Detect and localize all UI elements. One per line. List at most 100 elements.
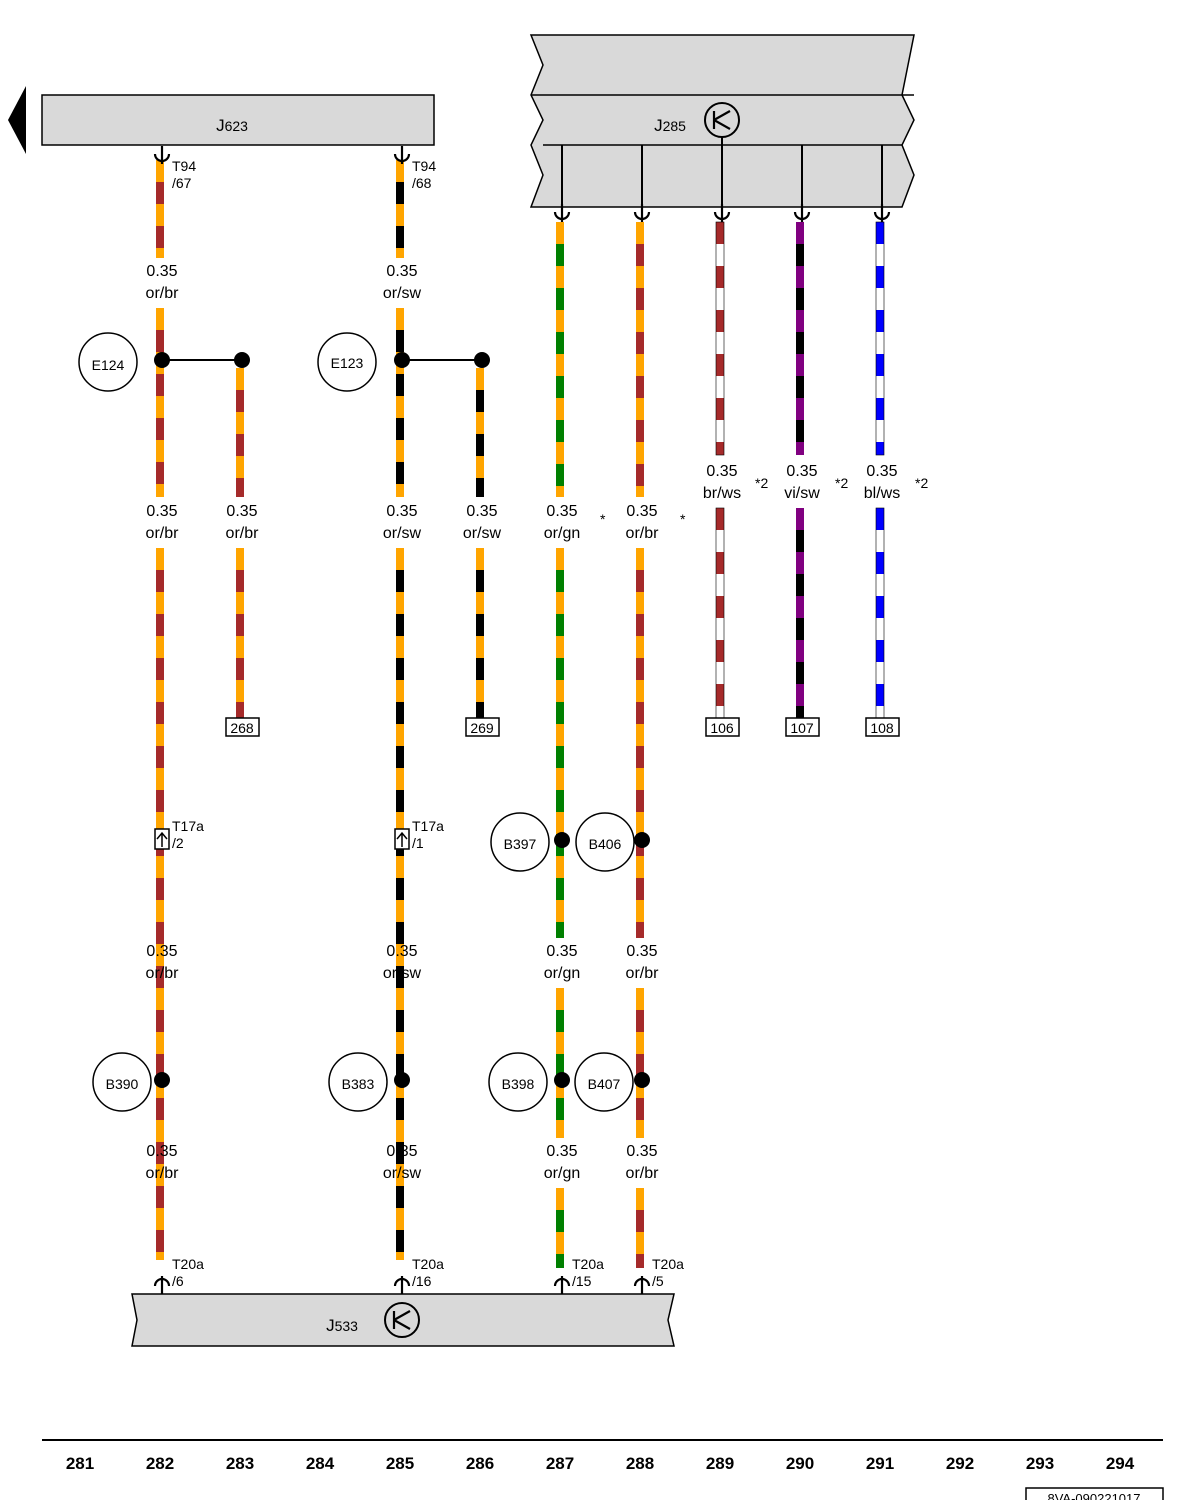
column-number: 282 (146, 1454, 174, 1473)
reference-box-108[interactable]: 108 (865, 717, 900, 737)
wire-label-size: 0.35 (386, 503, 417, 520)
column-number: 281 (66, 1454, 94, 1473)
column-number: 286 (466, 1454, 494, 1473)
t17a-connector-boxes (154, 828, 410, 850)
connector-t17a-1-name: T17a (412, 818, 444, 834)
connector-symbols (153, 144, 891, 1296)
reference-box-268[interactable]: 268 (225, 717, 260, 737)
connector-t94-67-pin: /67 (172, 175, 192, 191)
reference-box-269[interactable]: 269 (465, 717, 500, 737)
column-number: 284 (306, 1454, 335, 1473)
wire-label-color: or/br (146, 285, 180, 302)
wire-label-size: 0.35 (546, 503, 577, 520)
column-number: 285 (386, 1454, 414, 1473)
wire-label-color: or/sw (463, 525, 502, 542)
connector-t94-67-name: T94 (172, 158, 196, 174)
column-number: 292 (946, 1454, 974, 1473)
wire-label-size: 0.35 (786, 463, 817, 480)
reference-box-106[interactable]: 106 (705, 717, 740, 737)
junction-e123[interactable]: E123 (317, 332, 377, 392)
wire-label-size: 0.35 (466, 503, 497, 520)
junction-b397[interactable]: B397 (490, 812, 550, 872)
can-gateway-icon (384, 1302, 420, 1338)
connector-t20a-15-pin: /15 (572, 1273, 592, 1289)
wire-label-size: 0.35 (546, 943, 577, 960)
column-number: 294 (1106, 1454, 1135, 1473)
footnote-mark: * (600, 511, 606, 527)
component-j533[interactable]: J533 (131, 1293, 675, 1347)
connector-t94-68-pin: /68 (412, 175, 432, 191)
reference-box-107[interactable]: 107 (785, 717, 820, 737)
junction-e124[interactable]: E124 (78, 332, 138, 392)
connector-t20a-16-name: T20a (412, 1256, 444, 1272)
wire-label-color: or/br (626, 965, 660, 982)
reference-boxes: 268 269 106 107 108 (225, 717, 900, 737)
wire-label-size: 0.35 (546, 1143, 577, 1160)
connector-t20a-15-name: T20a (572, 1256, 604, 1272)
wire-label-color: or/sw (383, 285, 422, 302)
wire-label-size: 0.35 (866, 463, 897, 480)
j623-label: J623 (216, 116, 248, 135)
svg-text:107: 107 (790, 720, 814, 736)
footnote-mark: * (680, 511, 686, 527)
wire-label-size: 0.35 (146, 1143, 177, 1160)
column-number: 283 (226, 1454, 254, 1473)
wire-label-size: 0.35 (386, 263, 417, 280)
wire-label-color: bl/ws (864, 485, 900, 502)
svg-text:B397: B397 (504, 836, 537, 852)
svg-text:B398: B398 (502, 1076, 535, 1092)
wire-label-size: 0.35 (626, 503, 657, 520)
svg-text:B406: B406 (589, 836, 622, 852)
junction-b390[interactable]: B390 (92, 1052, 152, 1112)
wire-label-color: or/br (146, 525, 180, 542)
component-j285[interactable]: J285 (529, 34, 915, 208)
connector-t94-68-name: T94 (412, 158, 436, 174)
wire-label-size: 0.35 (146, 503, 177, 520)
wire-label-color: vi/sw (784, 485, 820, 502)
j533-label: J533 (326, 1316, 358, 1335)
svg-text:268: 268 (230, 720, 254, 736)
wire-label-color: or/gn (544, 525, 580, 542)
svg-text:E124: E124 (92, 357, 125, 373)
connector-labels: T94 /67 T94 /68 T17a /2 T17a /1 T20a /6 … (172, 158, 684, 1289)
wire-label-color: or/br (226, 525, 260, 542)
connector-t20a-6-pin: /6 (172, 1273, 184, 1289)
wire-label-size: 0.35 (146, 263, 177, 280)
footnote-mark: *2 (915, 475, 928, 491)
connector-t20a-5-pin: /5 (652, 1273, 664, 1289)
svg-text:B390: B390 (106, 1076, 139, 1092)
footnote-mark: *2 (835, 475, 848, 491)
connector-t17a-2-name: T17a (172, 818, 204, 834)
junction-b383[interactable]: B383 (328, 1052, 388, 1112)
column-number: 290 (786, 1454, 814, 1473)
junction-b406[interactable]: B406 (575, 812, 635, 872)
wire-289-outline (715, 221, 725, 456)
svg-text:108: 108 (870, 720, 894, 736)
footnote-marks: * * *2 *2 *2 (600, 475, 928, 527)
wire-label-size: 0.35 (386, 1143, 417, 1160)
column-number: 291 (866, 1454, 894, 1473)
component-j623[interactable]: J623 (8, 86, 435, 154)
wire-label-color: or/br (146, 1165, 180, 1182)
connector-t17a-1-pin: /1 (412, 835, 424, 851)
svg-text:B383: B383 (342, 1076, 375, 1092)
column-number: 287 (546, 1454, 574, 1473)
junction-b398[interactable]: B398 (488, 1052, 548, 1112)
j623-body (41, 94, 435, 146)
wire-label-size: 0.35 (146, 943, 177, 960)
wire-label-color: or/sw (383, 965, 422, 982)
wire-label-color: or/gn (544, 965, 580, 982)
svg-text:E123: E123 (331, 355, 364, 371)
j533-body (131, 1293, 675, 1347)
wire-291-outline (875, 221, 885, 456)
svg-text:106: 106 (710, 720, 734, 736)
wires-layer (156, 160, 885, 1268)
j285-pin-lines (561, 137, 883, 208)
junction-b407[interactable]: B407 (574, 1052, 634, 1112)
column-number: 289 (706, 1454, 734, 1473)
splice-points (154, 352, 650, 1088)
svg-text:269: 269 (470, 720, 494, 736)
j285-body (529, 34, 915, 208)
